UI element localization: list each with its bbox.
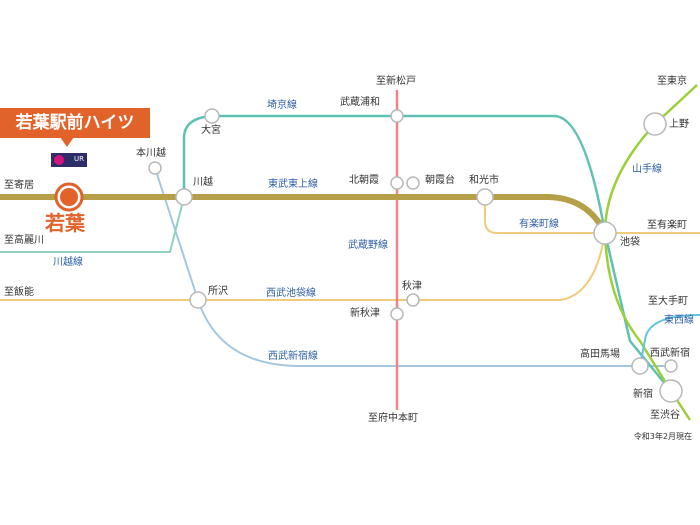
- station-omiya[interactable]: [204, 108, 220, 124]
- line-tozai: [639, 314, 700, 367]
- station-tokorozawa[interactable]: [189, 291, 207, 309]
- station-label-kita-asaka: 北朝霞: [349, 175, 379, 186]
- line-seibu-ikebukuro: [0, 232, 606, 301]
- dest-otemachi: 至大手町: [648, 296, 688, 307]
- callout-pointer: [60, 137, 74, 147]
- station-musashi-urawa[interactable]: [390, 109, 404, 123]
- line-label-tojo: 東武東上線: [268, 179, 318, 190]
- line-yamanote: [603, 84, 698, 421]
- dest-shibuya: 至渋谷: [650, 410, 680, 421]
- dest-yurakucho: 至有楽町: [647, 220, 687, 231]
- station-label-seibu-shinjuku: 西武新宿: [650, 348, 690, 359]
- station-asakadai[interactable]: [406, 176, 420, 190]
- station-label-asakadai: 朝霞台: [425, 175, 455, 186]
- dest-fuchu-hommachi: 至府中本町: [368, 413, 418, 424]
- station-kawagoe[interactable]: [175, 188, 193, 206]
- line-saikyo: [182, 114, 672, 392]
- station-akitsu[interactable]: [406, 293, 420, 307]
- line-label-seibu-shinjuku: 西武新宿線: [268, 351, 318, 362]
- station-label-kawagoe: 川越: [193, 177, 213, 188]
- station-label-shinjuku: 新宿: [633, 389, 653, 400]
- home-station-dot: [60, 188, 78, 206]
- ur-logo: UR: [51, 153, 87, 167]
- station-seibu-shinjuku[interactable]: [664, 359, 678, 373]
- date-note: 令和3年2月現在: [633, 432, 692, 441]
- line-label-musashino: 武蔵野線: [348, 240, 388, 251]
- station-kita-asaka[interactable]: [390, 176, 404, 190]
- station-label-omiya: 大宮: [201, 125, 221, 136]
- dest-yorii: 至寄居: [4, 180, 34, 191]
- station-label-musashi-urawa: 武蔵浦和: [340, 97, 380, 108]
- station-shin-akitsu[interactable]: [390, 307, 404, 321]
- station-label-hon-kawagoe: 本川越: [136, 148, 166, 159]
- station-label-tokorozawa: 所沢: [208, 286, 228, 297]
- dest-hanno: 至飯能: [4, 287, 34, 298]
- line-tojo: [0, 194, 608, 235]
- station-takadanobaba[interactable]: [631, 357, 649, 375]
- dest-komagawa: 至高麗川: [4, 235, 44, 246]
- property-name-label: 若葉駅前ハイツ: [0, 108, 150, 138]
- dest-tokyo: 至東京: [657, 76, 687, 87]
- line-label-seibu-ikebukuro: 西武池袋線: [266, 288, 316, 299]
- station-label-shin-akitsu: 新秋津: [350, 308, 380, 319]
- ur-mark-icon: [54, 155, 64, 165]
- station-label-ueno: 上野: [669, 119, 689, 130]
- dest-shin-matsudo: 至新松戸: [376, 76, 416, 87]
- line-kawagoe: [0, 196, 185, 253]
- line-label-kawagoe: 川越線: [53, 257, 83, 268]
- home-station-label: 若葉: [45, 211, 85, 235]
- line-yurakucho: [484, 197, 700, 234]
- line-label-yamanote: 山手線: [632, 164, 662, 175]
- line-label-saikyo: 埼京線: [267, 100, 297, 111]
- station-label-wakoshi: 和光市: [469, 175, 499, 186]
- station-hon-kawagoe[interactable]: [148, 161, 162, 175]
- line-label-yurakucho: 有楽町線: [519, 219, 559, 230]
- station-wakoshi[interactable]: [476, 188, 494, 206]
- station-shinjuku[interactable]: [659, 379, 683, 403]
- station-ueno[interactable]: [643, 112, 667, 136]
- station-label-takadanobaba: 高田馬場: [580, 349, 620, 360]
- station-label-ikebukuro: 池袋: [620, 237, 640, 248]
- ur-logo-text: UR: [74, 155, 84, 163]
- station-ikebukuro[interactable]: [593, 221, 617, 245]
- station-label-akitsu: 秋津: [402, 281, 422, 292]
- line-label-tozai: 東西線: [664, 315, 694, 326]
